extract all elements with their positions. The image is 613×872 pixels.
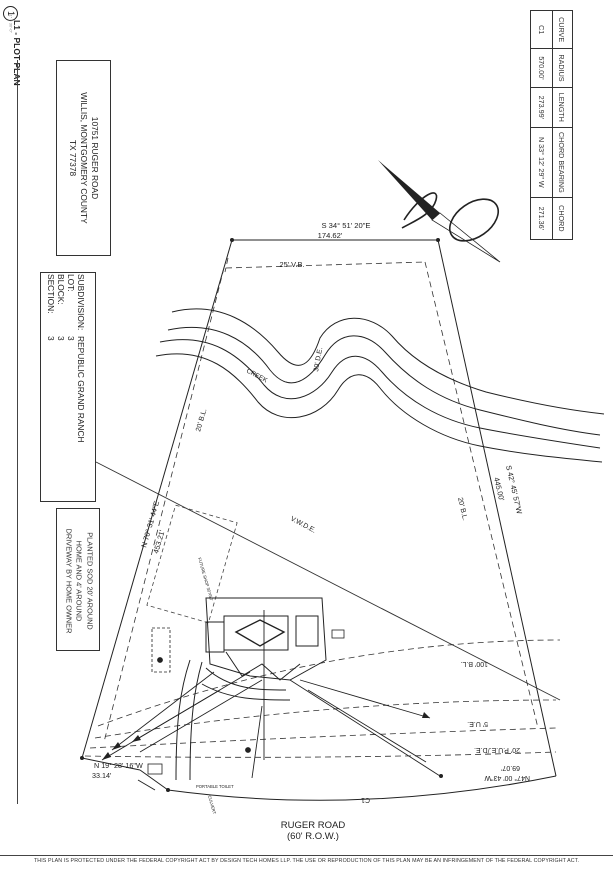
- north-arrow-icon: [378, 160, 501, 263]
- bl-left-label: 20' B.L.: [195, 408, 208, 433]
- culvert-label: CULVERT: [207, 795, 217, 815]
- ue-label: 5' U.E.: [467, 720, 488, 727]
- pue-label: 20' P.U.E./D.E.: [474, 746, 520, 753]
- top-bearing: S 34° 51' 20"E: [322, 221, 371, 230]
- c1-label: C1: [361, 796, 370, 803]
- road-label: RUGER ROAD (60' R.O.W.): [258, 820, 368, 842]
- property-boundary: [81, 239, 557, 801]
- driveway: [175, 659, 291, 781]
- subdivision-box: SUBDIVISION: LOT: BLOCK: SECTION: REPUBL…: [40, 272, 96, 502]
- note-box: PLANTED SOD 20' AROUND HOME AND 4' AROUN…: [56, 508, 100, 651]
- bl-right-label: 20' B.L.: [456, 497, 468, 522]
- bl-front-label: 100' B.L.: [461, 660, 488, 667]
- vwde-label: V.W.D.E.: [289, 516, 317, 535]
- copyright-footer: THIS PLAN IS PROTECTED UNDER THE FEDERAL…: [33, 858, 580, 864]
- property-corners: [80, 238, 443, 792]
- top-distance: 174.62': [318, 231, 343, 240]
- vwde-line: [95, 461, 561, 701]
- site-fixtures: [147, 627, 345, 775]
- leader-lines: [101, 610, 441, 779]
- bottom-right-bearing: N47° 00' 43"W: [484, 774, 530, 782]
- de-label: 30' D.E.: [313, 347, 324, 373]
- bottom-right-distance: 69.07': [501, 764, 520, 771]
- footer-rule: [0, 855, 613, 856]
- dimension-ticks: [102, 712, 430, 760]
- right-distance: 445.00': [492, 476, 506, 502]
- road-name: RUGER ROAD: [280, 820, 346, 831]
- left-distance: 453.21': [151, 528, 166, 554]
- bottom-left-distance: 33.14': [92, 771, 112, 780]
- creek: [155, 308, 605, 463]
- future-shop: [146, 504, 238, 624]
- shed-label: FUTURE SHOP 30'X50': [197, 557, 214, 602]
- bottom-left-bearing: N 19° 28' 16"W: [94, 761, 143, 770]
- house-footprint: [205, 597, 327, 681]
- vb-label: 25' V.B.: [280, 260, 305, 269]
- creek-label: CREEK: [245, 368, 269, 385]
- portable-toilet-label: PORTABLE TOILET: [196, 784, 234, 789]
- setback-lines: [84, 257, 561, 758]
- road-row: (60' R.O.W.): [287, 831, 339, 842]
- right-bearing: S 42° 45' 57"W: [504, 464, 524, 514]
- address-box: 10751 RUGER ROAD WILLIS, MONTGOMERY COUN…: [56, 60, 111, 256]
- margin-rule: [17, 60, 18, 804]
